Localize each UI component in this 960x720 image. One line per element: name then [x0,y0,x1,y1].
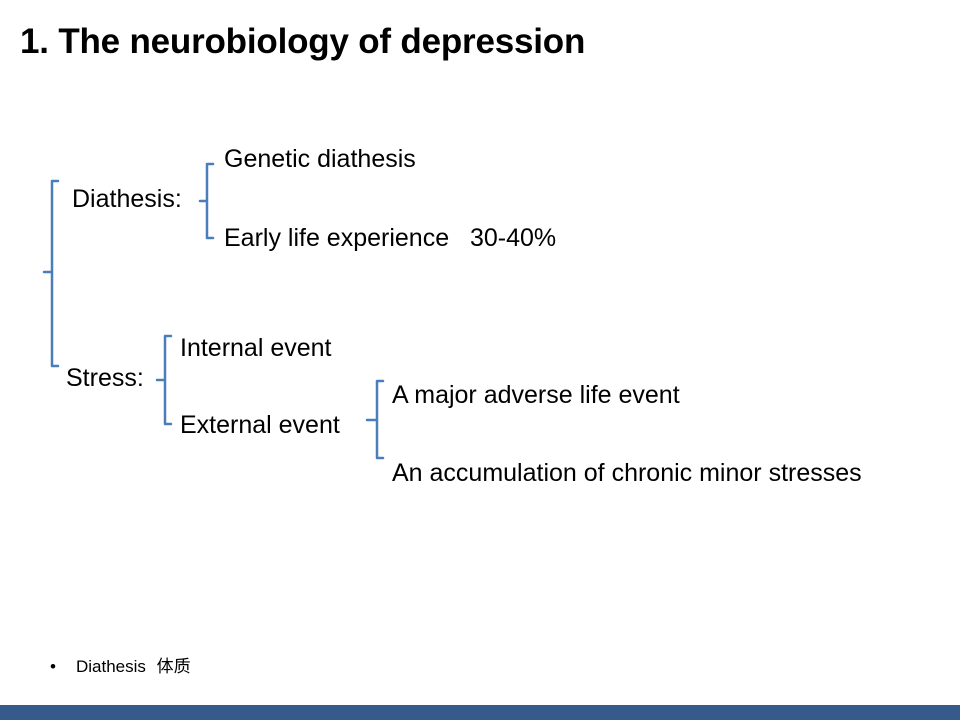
footnote-term: Diathesis [76,657,146,676]
slide-title: 1. The neurobiology of depression [20,22,586,61]
major-adverse-event-item: A major adverse life event [392,381,680,409]
bullet-icon: • [50,657,56,676]
genetic-diathesis-item: Genetic diathesis [224,145,416,173]
external-event-bracket [365,379,385,460]
root-bracket [42,179,60,368]
footnote-bullet-item: • Diathesis 体质 [50,654,191,680]
internal-event-item: Internal event [180,334,332,362]
diathesis-bracket [198,162,215,240]
diathesis-label: Diathesis: [72,185,182,213]
footnote-translation: 体质 [156,657,191,676]
early-life-experience-item: Early life experience 30-40% [224,224,557,252]
stress-label: Stress: [66,364,144,392]
bottom-accent-bar [0,705,960,720]
chronic-minor-stresses-item: An accumulation of chronic minor stresse… [392,459,862,487]
external-event-item: External event [180,411,340,439]
stress-bracket [155,334,173,426]
